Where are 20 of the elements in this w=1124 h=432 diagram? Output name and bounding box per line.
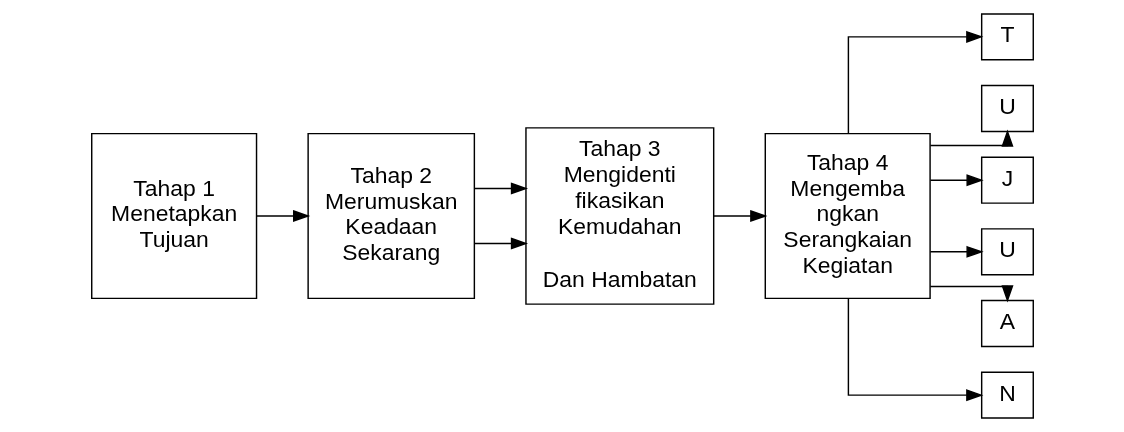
arrow: [473, 182, 528, 195]
arrow: [929, 129, 1013, 147]
arrow: [847, 298, 983, 402]
arrow: [712, 209, 767, 223]
arrow: [929, 245, 984, 258]
arrow: [929, 285, 1013, 303]
node-box: U: [980, 84, 1034, 133]
node-box: T: [980, 13, 1034, 61]
node-box: U: [980, 228, 1034, 276]
node-box: J: [980, 156, 1034, 204]
node-box: Tahap 4 Mengemba ngkan Serangkaian Kegiatan: [764, 132, 931, 300]
arrow: [929, 174, 984, 187]
node-box: A: [980, 299, 1034, 348]
arrow: [847, 30, 983, 134]
node-box: Tahap 3 Mengidenti fikasikan Kemudahan Dan Hambatan: [524, 127, 714, 305]
arrow: [473, 237, 528, 250]
node-box: Tahap 2 Merumuskan Keadaan Sekarang: [306, 132, 475, 300]
node-box: N: [980, 371, 1034, 419]
node-box: Tahap 1 Menetapkan Tujuan: [90, 132, 257, 300]
arrow: [255, 209, 310, 223]
